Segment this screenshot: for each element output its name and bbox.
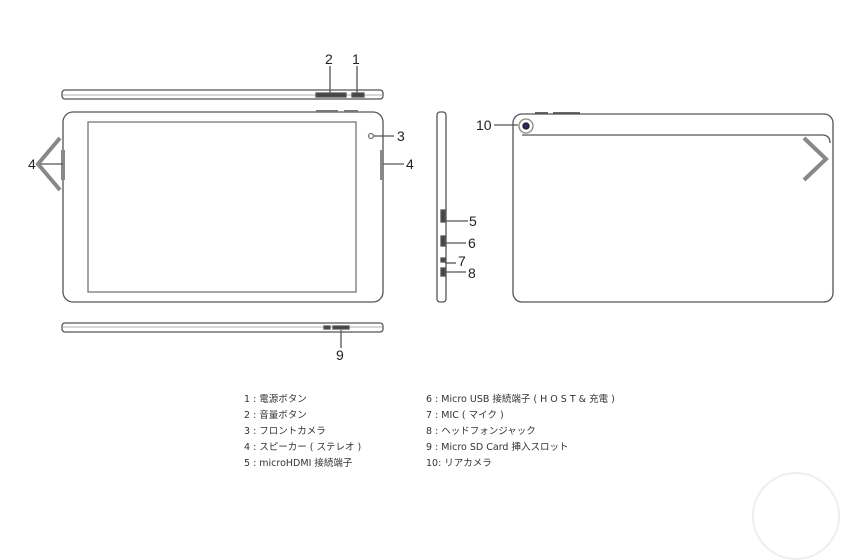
legend-item: 9 : Micro SD Card 挿入スロット — [426, 442, 569, 453]
callout-7: 7 — [458, 253, 466, 269]
callout-1: 1 — [352, 51, 360, 67]
legend-item: 3 : フロントカメラ — [244, 426, 326, 437]
next-arrow-icon[interactable] — [800, 134, 830, 184]
legend-item: 7 : MIC ( マイク ) — [426, 410, 504, 421]
callout-4-left: 4 — [28, 156, 36, 172]
top-edge-view — [61, 66, 384, 100]
callout-8: 8 — [468, 265, 476, 281]
callout-6: 6 — [468, 235, 476, 251]
legend-right: 6 : Micro USB 接続端子 ( H O S T & 充電 ) 7 : … — [426, 392, 615, 472]
tablet-diagram — [40, 66, 834, 348]
legend-item: 5 : microHDMI 接続端子 — [244, 458, 353, 469]
callout-9: 9 — [336, 347, 344, 363]
callout-4-right: 4 — [406, 156, 414, 172]
legend-item: 4 : スピーカー ( ステレオ ) — [244, 442, 362, 453]
bottom-edge-view — [61, 322, 384, 348]
callout-5: 5 — [469, 213, 477, 229]
side-view — [436, 111, 468, 303]
legend-item: 1 : 電源ボタン — [244, 394, 307, 405]
legend-item: 6 : Micro USB 接続端子 ( H O S T & 充電 ) — [426, 394, 615, 405]
back-view — [494, 112, 834, 303]
legend-left: 1 : 電源ボタン 2 : 音量ボタン 3 : フロントカメラ 4 : スピーカ… — [244, 392, 361, 472]
callout-10: 10 — [476, 117, 492, 133]
legend-item: 8 : ヘッドフォンジャック — [426, 426, 536, 437]
callout-3: 3 — [397, 128, 405, 144]
loading-circle — [752, 472, 840, 560]
legend-item: 10: リアカメラ — [426, 458, 492, 469]
prev-arrow-icon[interactable] — [34, 134, 64, 194]
legend-item: 2 : 音量ボタン — [244, 410, 307, 421]
callout-2: 2 — [325, 51, 333, 67]
front-view — [40, 110, 404, 303]
